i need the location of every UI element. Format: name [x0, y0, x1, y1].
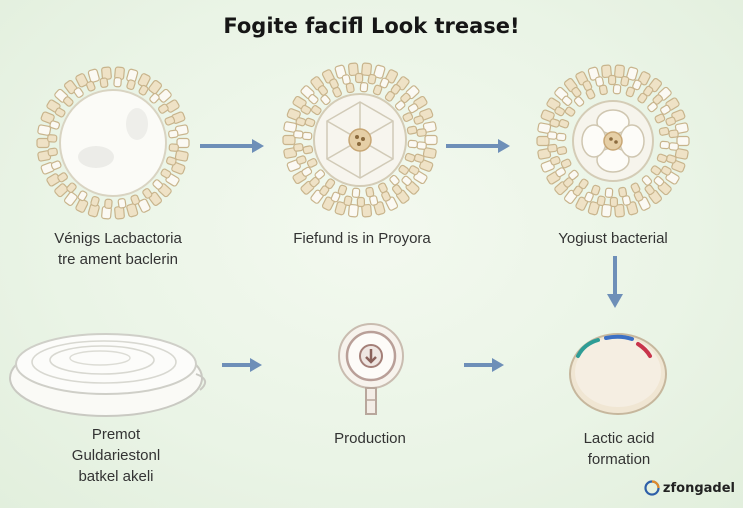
step-label-fermentation: Fiefund is in Proyora: [293, 230, 431, 247]
production-flask-icon: [338, 323, 404, 415]
bacteria-cell-icon: [36, 66, 190, 220]
step-label-production: Production: [334, 430, 406, 447]
watermark-icon: [644, 480, 660, 496]
step-label-yogurt-bacteria: Yogiust bacterial: [558, 230, 668, 247]
bacteria-cluster-icon: [282, 62, 438, 218]
arrow-right-icon: [222, 358, 262, 372]
arrow-right-icon: [464, 358, 504, 372]
bacteria-cluster-icon: [536, 64, 690, 218]
petri-dish-icon: [9, 333, 207, 417]
lactic-acid-dish-icon: [569, 333, 667, 415]
arrow-right-icon: [446, 139, 510, 153]
arrow-down-icon: [607, 256, 623, 308]
arrow-right-icon: [200, 139, 264, 153]
watermark-logo: zfongadel: [644, 480, 735, 496]
diagram-title: Fogite facifl Look trease!: [223, 14, 520, 38]
watermark-text: zfongadel: [662, 480, 735, 496]
